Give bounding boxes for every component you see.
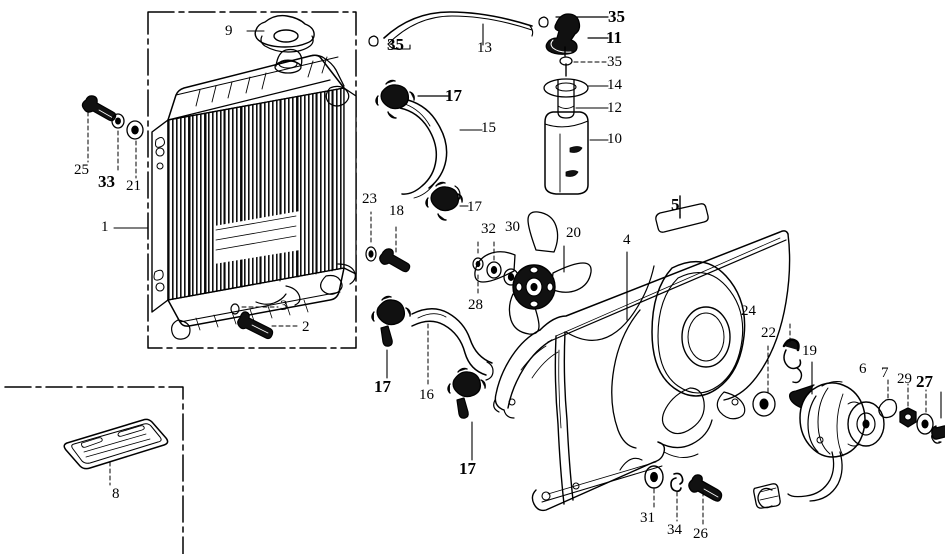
reserve-tank-art [543, 13, 589, 195]
radiator-assembly-art [151, 48, 357, 340]
callout-31: 31 [640, 510, 655, 526]
radiator-group-box [147, 11, 357, 349]
cooling-fan-art [472, 211, 592, 335]
callout-17-lower-right: 17 [459, 459, 476, 478]
callout-35-tank: 35 [607, 54, 622, 70]
callout-7: 7 [881, 365, 889, 381]
callout-4: 4 [623, 232, 631, 248]
drain-hardware-art [365, 246, 411, 273]
label-plate-group-box [4, 386, 184, 554]
overflow-tube-art [368, 11, 549, 50]
callout-16: 16 [419, 387, 434, 403]
callout-35-upper-right: 35 [608, 7, 625, 26]
callout-1: 1 [101, 219, 109, 235]
callout-34: 34 [667, 522, 682, 538]
callout-20: 20 [566, 225, 581, 241]
callout-29: 29 [897, 371, 912, 387]
callout-33: 33 [98, 172, 115, 191]
callout-2: 2 [302, 319, 310, 335]
callout-8: 8 [112, 486, 120, 502]
callout-35-upper-left: 35 [387, 35, 404, 54]
callout-14: 14 [607, 77, 622, 93]
callout-32: 32 [481, 221, 496, 237]
callout-25: 25 [74, 162, 89, 178]
callout-28: 28 [468, 297, 483, 313]
callout-18: 18 [389, 203, 404, 219]
callout-26: 26 [693, 526, 708, 542]
fan-motor-art [752, 338, 945, 509]
callout-27: 27 [916, 372, 933, 391]
callout-5: 5 [671, 195, 680, 214]
callout-22: 22 [761, 325, 776, 341]
callout-11: 11 [606, 28, 623, 47]
lower-water-hose-art [371, 295, 494, 419]
callout-23: 23 [362, 191, 377, 207]
callout-17-upper: 17 [445, 86, 462, 105]
callout-3: 3 [280, 298, 288, 314]
upper-water-hose-art [375, 79, 463, 221]
bracket-hardware-art [644, 465, 723, 502]
callout-15: 15 [481, 120, 496, 136]
callout-17-lower-left: 17 [374, 377, 391, 396]
callout-9: 9 [225, 23, 233, 39]
callout-6: 6 [859, 361, 867, 377]
callout-17-mid: 17 [467, 199, 482, 215]
callout-19: 19 [802, 343, 817, 359]
fan-shroud-art [493, 203, 791, 512]
callout-13: 13 [477, 40, 492, 56]
callout-10: 10 [607, 131, 622, 147]
leader-35a [391, 44, 411, 50]
mounting-hardware-art [81, 95, 144, 140]
caution-label-plate-art [63, 418, 169, 470]
callout-24: 24 [741, 303, 756, 319]
callout-30: 30 [505, 219, 520, 235]
radiator-cap-art [254, 14, 315, 53]
callout-21: 21 [126, 178, 141, 194]
drain-cock-art [230, 303, 274, 340]
callout-12: 12 [607, 100, 622, 116]
